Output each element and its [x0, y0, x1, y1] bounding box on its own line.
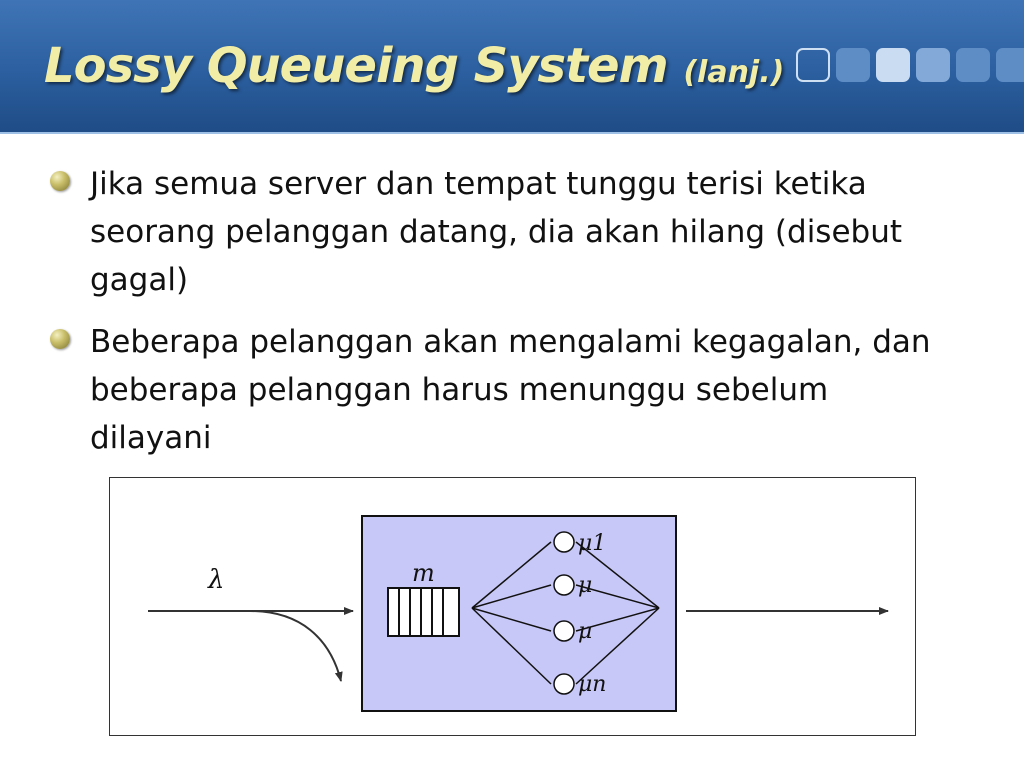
decorative-square-icon	[836, 48, 870, 82]
decorative-square-icon	[796, 48, 830, 82]
bullet-list: Jika semua server dan tempat tunggu teri…	[42, 160, 942, 476]
service-rate-label: μn	[578, 672, 606, 697]
dispatch-line	[471, 607, 552, 685]
queue-diagram: λ m μ1 μ μ μn	[109, 477, 916, 736]
server-icon	[553, 673, 575, 695]
dispatch-line	[471, 541, 552, 609]
slide-header: Lossy Queueing System (lanj.)	[0, 0, 1024, 134]
dispatch-line	[471, 584, 552, 609]
merge-line	[575, 607, 660, 632]
dispatch-line	[471, 607, 552, 632]
server-icon	[553, 574, 575, 596]
decorative-square-icon	[996, 48, 1024, 82]
merge-line	[575, 541, 660, 609]
merge-line	[575, 584, 660, 609]
title-main: Lossy Queueing System	[44, 38, 669, 94]
service-rate-label: μ1	[578, 531, 606, 556]
merge-line	[575, 607, 660, 685]
rejection-arrow	[249, 610, 343, 682]
bullet-icon	[50, 171, 70, 191]
server-icon	[553, 531, 575, 553]
bullet-text: Beberapa pelanggan akan mengalami kegaga…	[90, 324, 931, 456]
slide-title: Lossy Queueing System (lanj.)	[44, 26, 784, 106]
decorative-square-icon	[956, 48, 990, 82]
queue-diagram-svg: λ m μ1 μ μ μn	[148, 515, 889, 712]
bullet-item: Beberapa pelanggan akan mengalami kegaga…	[42, 318, 942, 462]
service-rate-label: μ	[578, 573, 592, 598]
server-icon	[553, 620, 575, 642]
bullet-text: Jika semua server dan tempat tunggu teri…	[90, 166, 903, 298]
bullet-item: Jika semua server dan tempat tunggu teri…	[42, 160, 942, 304]
service-rate-label: μ	[578, 619, 592, 644]
bullet-icon	[50, 329, 70, 349]
title-suffix: (lanj.)	[683, 55, 785, 90]
decorative-square-icon	[916, 48, 950, 82]
buffer-size-label: m	[412, 559, 435, 587]
arrival-rate-label: λ	[207, 565, 224, 595]
decorative-square-icon	[876, 48, 910, 82]
